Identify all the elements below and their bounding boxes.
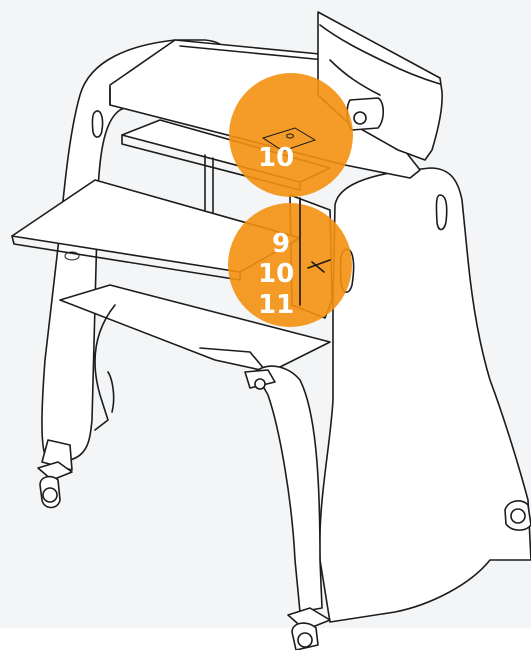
caster-front: [287, 607, 331, 650]
left-leg: [41, 439, 73, 471]
right-side-panel: [318, 167, 531, 623]
caster-center: [244, 369, 276, 390]
monitor: [317, 11, 443, 161]
callout-circle-lower: [228, 203, 352, 327]
base-shelf: [59, 284, 331, 373]
cable-loop: [94, 304, 116, 431]
tray-grommet: [64, 251, 80, 261]
caster-right: [504, 500, 531, 531]
caster-left: [37, 461, 73, 509]
callout-circle-upper: [229, 73, 353, 197]
mount-knob: [353, 111, 367, 125]
floor-band: [0, 628, 531, 650]
right-panel-handle-slot: [435, 194, 448, 231]
callout-label-lower-1: 9: [272, 229, 290, 259]
callout-label-lower-2: 10: [258, 259, 294, 289]
left-panel-handle-slot: [91, 110, 104, 138]
callout-label-lower-3: 11: [258, 290, 294, 320]
front-leg-panel: [254, 365, 323, 613]
callout-label-upper: 10: [258, 143, 294, 173]
